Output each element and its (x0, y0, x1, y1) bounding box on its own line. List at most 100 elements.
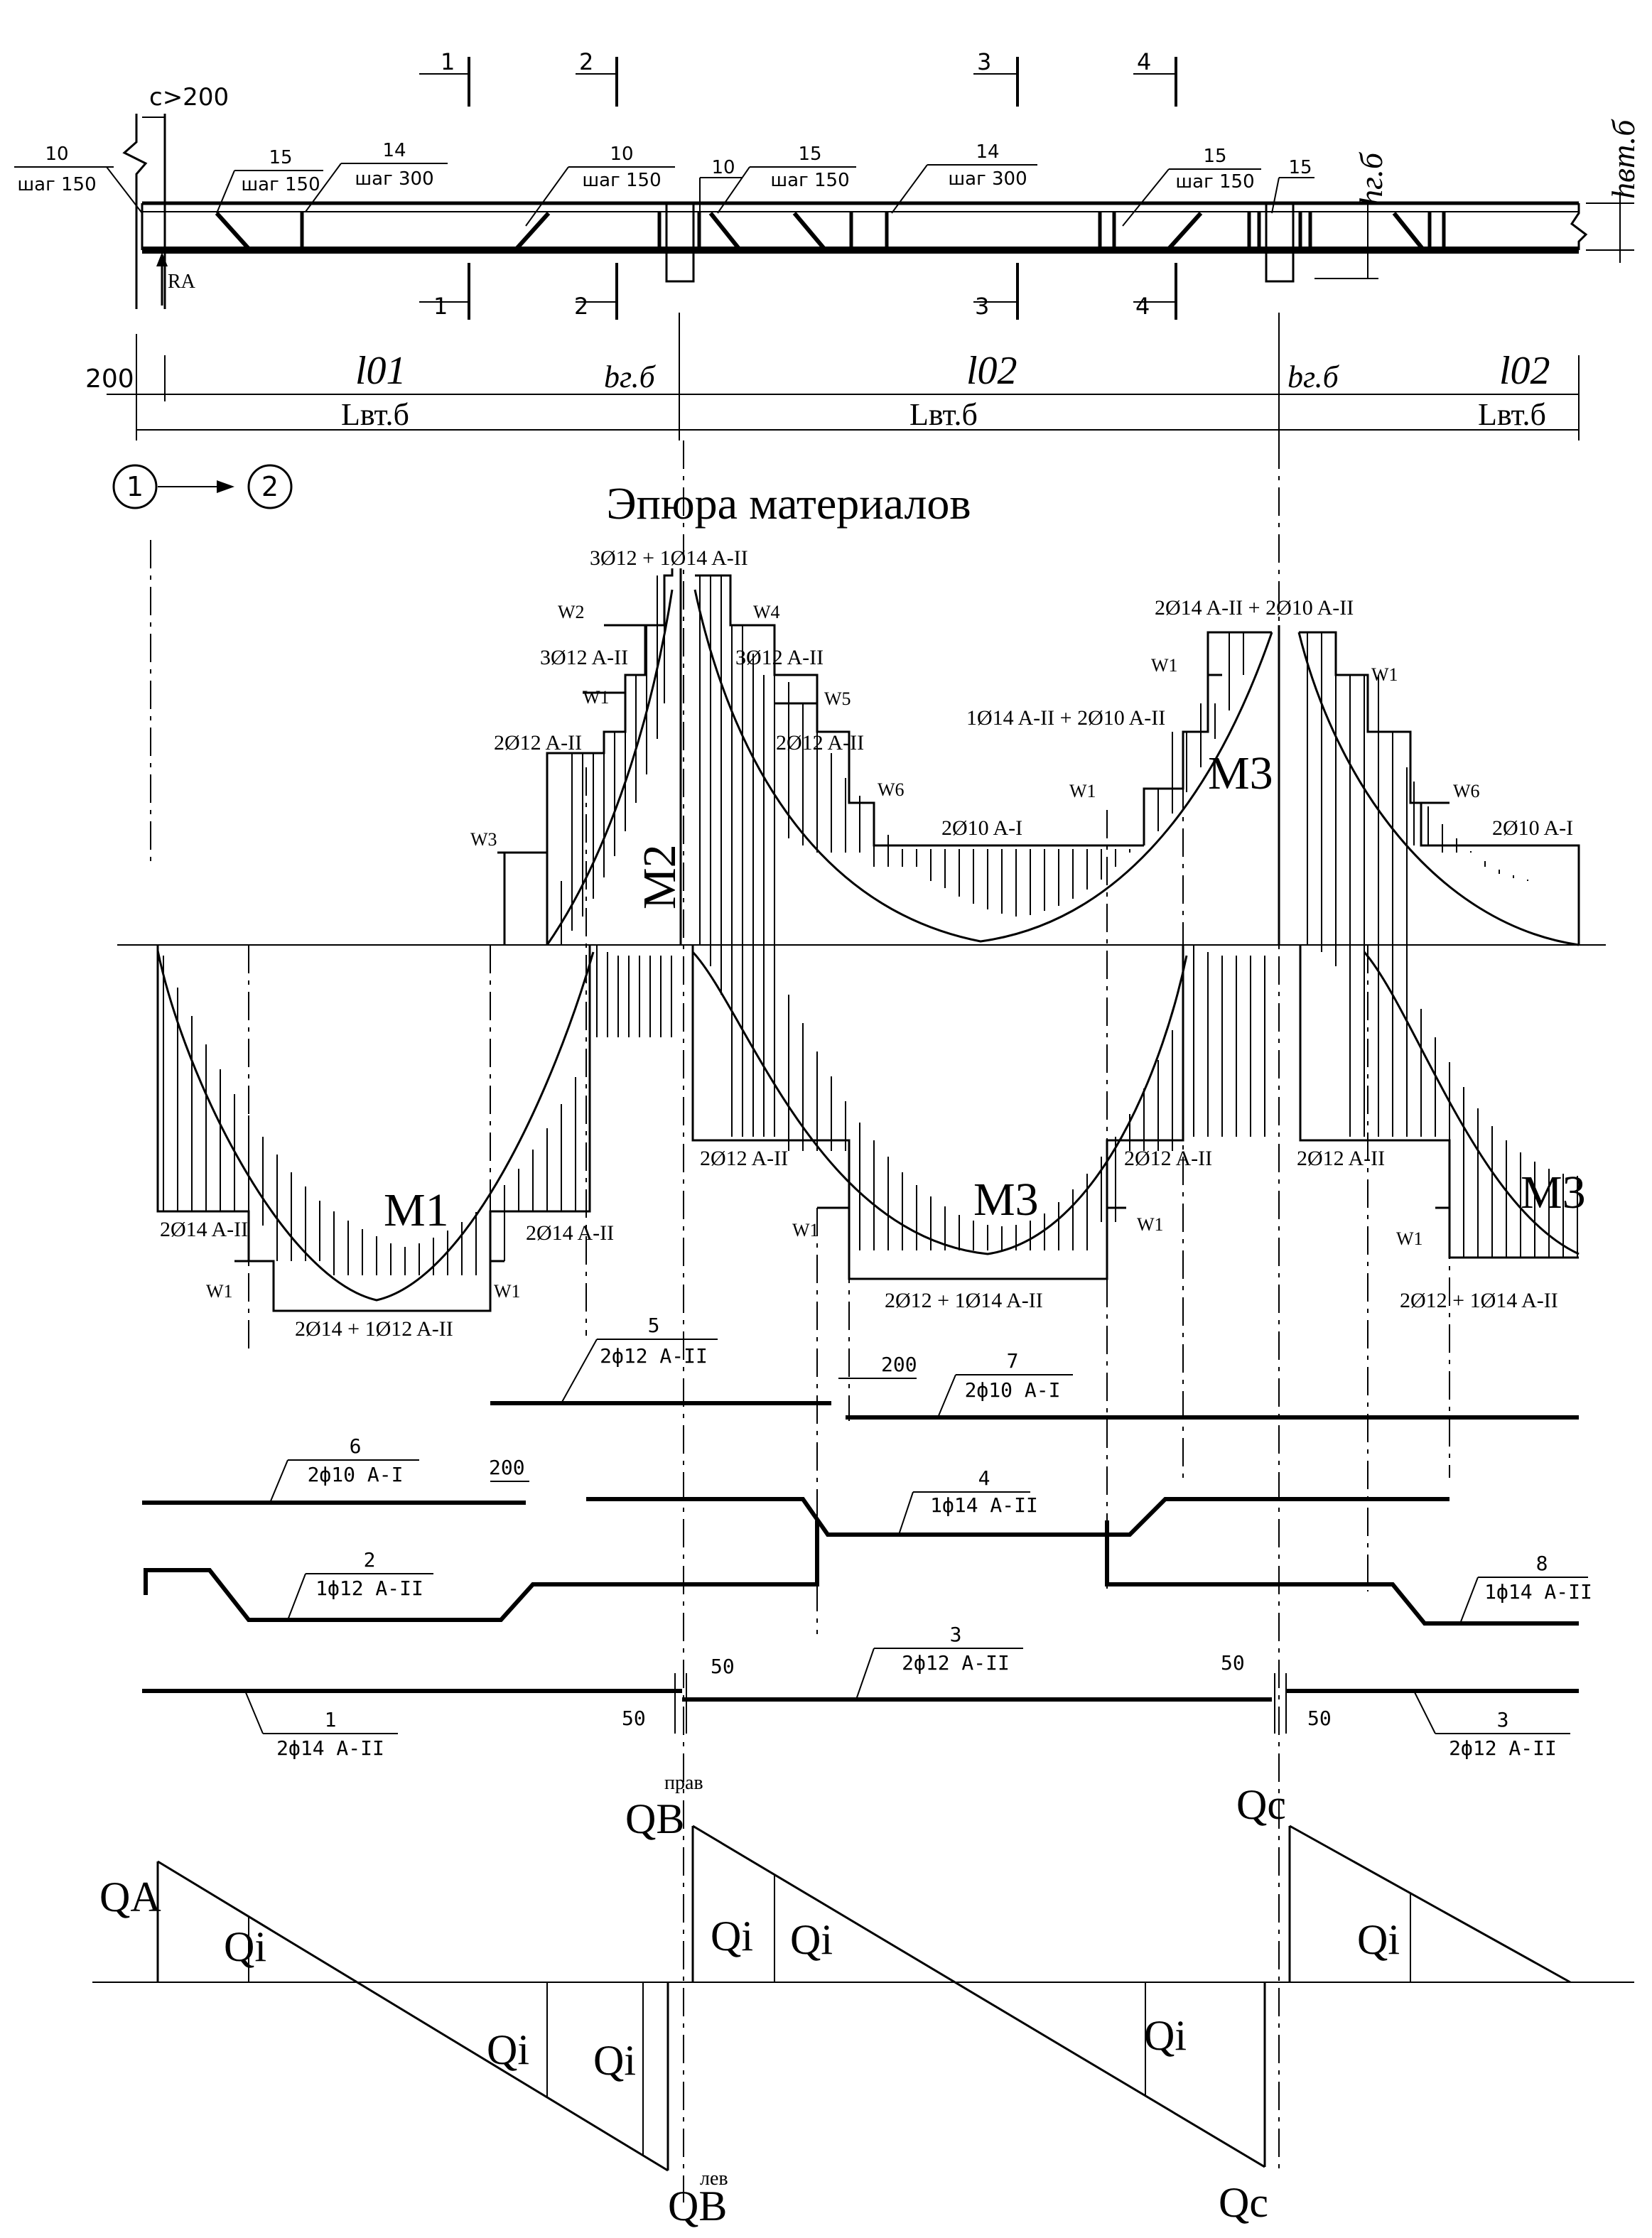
w-label: W1 (1371, 664, 1398, 685)
moment-m3c: M3 (1521, 1167, 1586, 1218)
section-1-bot: 1 (433, 293, 448, 320)
bar-schedule: 5 2ф12 A-II 7 2ф10 A-I 200 6 2ф10 A-I 20… (142, 1314, 1592, 1760)
w-label: W1 (583, 687, 610, 708)
bar-dim-50b: 50 (622, 1707, 646, 1730)
stirrup-6-num: 15 (798, 144, 821, 165)
bar-dim-50d: 50 (1307, 1707, 1332, 1730)
mat-s2-bot-r: 2Ø12 A-II (1124, 1147, 1212, 1170)
span-dimensions: 200 l01 bг.б l02 bг.б l02 Lвт.б Lвт.б Lв… (85, 313, 1580, 440)
shear-qb-lev-sup: лев (700, 2168, 728, 2190)
hatch-support-c (1143, 632, 1408, 1137)
stirrup-8-step: шаг 150 (1175, 171, 1254, 193)
bar7-spec: 2ф10 A-I (965, 1378, 1061, 1402)
bar2-num: 2 (364, 1548, 376, 1572)
stirrup-2-step: шаг 150 (241, 174, 320, 195)
w-label: W1 (494, 1281, 521, 1302)
hatch-span2 (788, 682, 1173, 1250)
shear-qi: Qi (224, 1923, 266, 1970)
h-vt-label: hвт.б (1605, 119, 1641, 199)
bar-dim-200a: 200 (489, 1456, 525, 1479)
shear-qc-bot: Qc (1219, 2179, 1268, 2226)
bar4-spec: 1ф14 A-II (930, 1493, 1038, 1517)
bar5-num: 5 (648, 1314, 660, 1337)
mat-s1-bot-mid: 2Ø14 + 1Ø12 A-II (295, 1317, 453, 1341)
section-2-top: 2 (579, 48, 593, 75)
material-labels: 2Ø14 A-II 2Ø14 A-II 2Ø14 + 1Ø12 A-II 3Ø1… (160, 546, 1573, 1341)
bar3b-spec: 2ф12 A-II (1449, 1736, 1557, 1760)
mat-s1-bot-right: 2Ø14 A-II (526, 1221, 614, 1245)
w-labels: W2 W1 W3 W1 W1 W4 W5 W6 W1 W1 W6 W1 W1 W… (206, 602, 1480, 1302)
bar1-spec: 2ф14 A-II (276, 1736, 384, 1760)
stirrup-6-step: шаг 150 (770, 170, 849, 191)
shear-qb-prav-sup: прав (664, 1772, 703, 1794)
hatch-span1 (163, 956, 590, 1275)
mat-s1-bot-left: 2Ø14 A-II (160, 1218, 248, 1241)
section-4-top: 4 (1137, 48, 1151, 75)
shear-qi: Qi (487, 2026, 529, 2073)
axis-start: 1 (126, 471, 144, 502)
stirrup-2-num: 15 (269, 147, 292, 168)
bar-dim-200b: 200 (881, 1353, 917, 1376)
L2-label: Lвт.б (909, 397, 978, 432)
section-3-top: 3 (977, 48, 991, 75)
section-4-bot: 4 (1135, 293, 1150, 320)
mat-b-top-3: 3Ø12 A-II (540, 646, 628, 669)
w-label: W3 (470, 829, 497, 850)
shear-qi: Qi (593, 2037, 636, 2084)
shear-qi: Qi (790, 1916, 833, 1963)
beam-elevation: RA c>200 hвт.б hг.б (122, 83, 1641, 309)
bar8-spec: 1ф14 A-II (1484, 1580, 1592, 1604)
axis-end: 2 (261, 471, 279, 502)
mat-s3-bot-l: 2Ø12 A-II (1297, 1147, 1385, 1170)
w-label: W1 (792, 1220, 819, 1240)
section-2-bot: 2 (574, 293, 588, 320)
mat-c-top-mid: 1Ø14 A-II + 2Ø10 A-II (966, 706, 1165, 730)
bar-dim-50a: 50 (711, 1655, 735, 1678)
mat-b-top-full: 3Ø12 + 1Ø14 A-II (590, 546, 748, 570)
mat-b-top-2l: 2Ø12 A-II (494, 731, 582, 755)
l01-label: l01 (355, 349, 406, 393)
diagram-title: Эпюра материалов (606, 478, 971, 529)
shear-qb-lev: QB (668, 2183, 727, 2229)
l02b-label: l02 (1499, 349, 1550, 393)
mat-s3-bot-mid: 2Ø12 + 1Ø14 A-II (1400, 1289, 1558, 1312)
hatch-span3 (1413, 782, 1578, 1258)
w-label: W6 (1453, 781, 1480, 801)
support-dim-200: 200 (85, 364, 134, 394)
mat-s3-top: 2Ø10 A-I (1492, 816, 1573, 840)
L3-label: Lвт.б (1478, 397, 1546, 432)
shear-qb-prav: QB (625, 1795, 684, 1842)
w-label: W5 (824, 688, 851, 709)
bar4-num: 4 (978, 1466, 990, 1490)
bar3b-num: 3 (1497, 1708, 1509, 1731)
w-label: W1 (1396, 1228, 1423, 1249)
stirrup-1-step: шаг 150 (17, 174, 96, 195)
bar-dim-50c: 50 (1221, 1651, 1245, 1675)
bg1-label: bг.б (604, 360, 657, 394)
ra-label: RA (168, 271, 196, 293)
shear-qa: QA (99, 1874, 161, 1920)
shear-qi: Qi (1357, 1916, 1400, 1963)
stirrup-callouts: 10 шаг 150 15 шаг 150 14 шаг 300 10 шаг … (14, 140, 1314, 227)
bar5-spec: 2ф12 A-II (600, 1344, 708, 1368)
moment-m3b: M3 (973, 1174, 1039, 1226)
moment-diagram: M1 M2 M3 M3 M3 2Ø14 A-II 2Ø14 A-II 2Ø14 … (117, 546, 1606, 1341)
shear-qi: Qi (711, 1913, 753, 1959)
bar3-num: 3 (950, 1623, 962, 1646)
w-label: W1 (206, 1281, 233, 1302)
l02a-label: l02 (966, 349, 1017, 393)
w-label: W4 (753, 602, 780, 622)
shear-qc-top: Qc (1236, 1781, 1286, 1828)
bar7-num: 7 (1007, 1349, 1019, 1373)
mat-s2-bot-mid: 2Ø12 + 1Ø14 A-II (885, 1289, 1043, 1312)
L1-label: Lвт.б (341, 397, 409, 432)
w-ticks (234, 624, 1449, 1263)
stirrup-7-num: 14 (976, 141, 999, 163)
shear-diagram: QA QB прав QB лев Qc Qc Qi Qi Qi Qi Qi Q… (92, 1772, 1634, 2229)
w-label: W2 (558, 602, 585, 622)
section-1-top: 1 (441, 48, 455, 75)
hatch-support-b (561, 575, 775, 1137)
mat-s2-bot-l: 2Ø12 A-II (700, 1147, 788, 1170)
grid-axes (150, 440, 1450, 2202)
